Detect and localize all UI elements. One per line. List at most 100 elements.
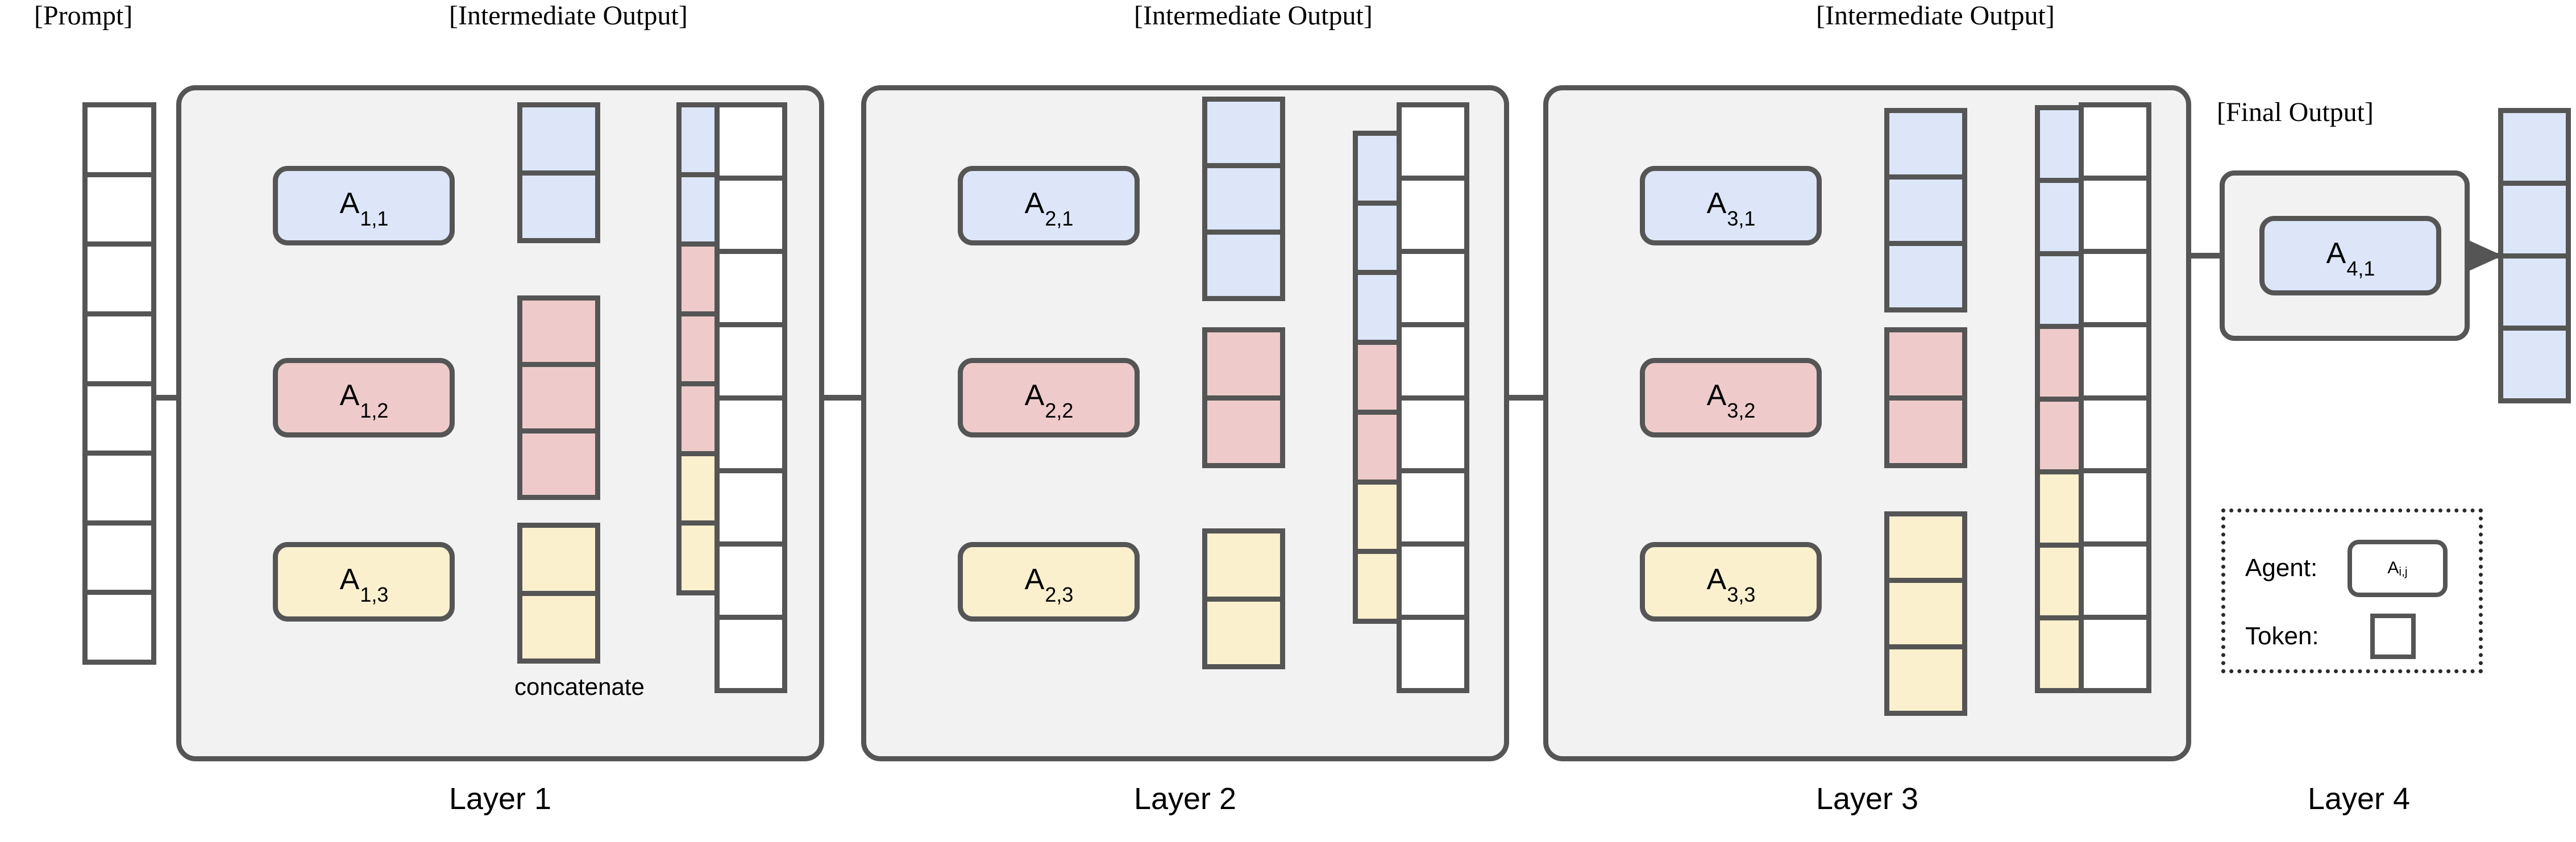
token-cell	[522, 107, 595, 176]
agent-subscript: 1,2	[360, 398, 389, 422]
agent-A23[interactable]: A2,3	[958, 542, 1140, 622]
agent-label: A3,1	[1706, 187, 1756, 230]
token-cell	[88, 595, 151, 660]
token-cell	[88, 107, 151, 177]
token-cell	[2503, 185, 2566, 259]
token-cell	[1889, 180, 1962, 246]
token-cell	[1207, 168, 1280, 235]
token-cell	[522, 433, 595, 495]
token-cell	[1889, 516, 1962, 583]
token-cell	[1402, 327, 1464, 401]
layer-label-1: Layer 1	[448, 782, 552, 816]
agent-subscript: 2,2	[1045, 398, 1074, 422]
layer2-agent2-output-column	[1202, 327, 1285, 468]
token-cell	[88, 177, 151, 247]
token-cell	[2503, 113, 2566, 186]
token-cell	[522, 301, 595, 367]
final-output-label: [Final Output]	[2217, 97, 2374, 127]
token-cell	[720, 547, 782, 620]
agent-label: A1,3	[339, 563, 389, 606]
agent-A13[interactable]: A1,3	[273, 542, 455, 622]
token-cell	[1402, 253, 1464, 327]
token-cell	[1889, 332, 1962, 401]
layer2-prompt-column	[1397, 102, 1469, 693]
token-cell	[1207, 400, 1280, 463]
token-cell	[1402, 620, 1464, 688]
layer-label-3: Layer 3	[1815, 782, 1919, 816]
agent-A22[interactable]: A2,2	[958, 358, 1140, 437]
agent-A21[interactable]: A2,1	[958, 166, 1140, 245]
token-cell	[720, 107, 782, 181]
layer1-agent1-output-column	[517, 102, 600, 243]
token-cell	[88, 456, 151, 526]
layer3-agent1-output-column	[1884, 108, 1967, 312]
final-output-column	[2498, 108, 2571, 403]
agent-subscript: 3,3	[1727, 582, 1756, 606]
token-cell	[1207, 601, 1280, 664]
token-cell	[1402, 400, 1464, 474]
agent-label: A3,2	[1706, 379, 1756, 422]
token-cell	[720, 180, 782, 254]
token-cell	[2084, 473, 2146, 547]
agent-subscript: 2,1	[1045, 206, 1074, 230]
token-cell	[522, 595, 595, 658]
legend-row-token: Token:	[2245, 611, 2467, 662]
token-cell	[88, 386, 151, 456]
token-cell	[522, 175, 595, 238]
token-cell	[1207, 235, 1280, 296]
token-cell	[720, 620, 782, 688]
agent-subscript: 3,1	[1727, 206, 1756, 230]
prompt-label: [Prompt]	[34, 1, 133, 31]
token-cell	[1207, 102, 1280, 168]
agent-A41[interactable]: A4,1	[2259, 216, 2441, 295]
token-cell	[1889, 400, 1962, 463]
token-cell	[88, 247, 151, 316]
agent-label: A2,3	[1024, 563, 1074, 606]
legend-token-swatch	[2370, 614, 2416, 659]
layer1-prompt-column	[714, 102, 787, 693]
agent-A31[interactable]: A3,1	[1640, 166, 1822, 245]
layer-3-header-label: [Intermediate Output]	[1816, 1, 2055, 31]
legend-agent-subscript: i,j	[2399, 565, 2408, 578]
token-cell	[2084, 107, 2146, 181]
agent-label: A1,1	[339, 187, 389, 230]
token-cell	[2084, 327, 2146, 401]
token-cell	[1402, 107, 1464, 181]
token-cell	[720, 473, 782, 547]
agent-A12[interactable]: A1,2	[273, 358, 455, 437]
agent-label: A2,2	[1024, 379, 1074, 422]
token-cell	[1402, 473, 1464, 547]
token-cell	[2503, 331, 2566, 398]
agent-label: A2,1	[1024, 187, 1074, 230]
concatenate-label: concatenate	[514, 673, 645, 700]
legend-token-label: Token:	[2245, 622, 2319, 650]
token-cell	[522, 528, 595, 596]
token-cell	[720, 253, 782, 327]
layer-label-4: Layer 4	[2307, 782, 2411, 816]
token-cell	[720, 400, 782, 474]
token-cell	[2084, 620, 2146, 688]
agent-A11[interactable]: A1,1	[273, 166, 455, 245]
agent-label: A1,2	[339, 379, 389, 422]
token-cell	[1889, 113, 1962, 180]
token-cell	[2084, 180, 2146, 254]
token-cell	[1207, 332, 1280, 401]
prompt-token-column	[82, 102, 156, 665]
agent-A33[interactable]: A3,3	[1640, 542, 1822, 622]
token-cell	[1402, 547, 1464, 620]
token-cell	[1889, 246, 1962, 307]
agent-A32[interactable]: A3,2	[1640, 358, 1822, 437]
token-cell	[88, 525, 151, 595]
agent-subscript: 2,3	[1045, 582, 1074, 606]
token-cell	[522, 367, 595, 433]
token-cell	[88, 316, 151, 386]
agent-label: A3,3	[1706, 563, 1756, 606]
layer2-agent3-output-column	[1202, 528, 1285, 669]
layer1-agent3-output-column	[517, 523, 600, 664]
token-cell	[2084, 400, 2146, 474]
agent-subscript: 3,2	[1727, 398, 1756, 422]
token-cell	[2503, 258, 2566, 331]
token-cell	[2084, 547, 2146, 620]
